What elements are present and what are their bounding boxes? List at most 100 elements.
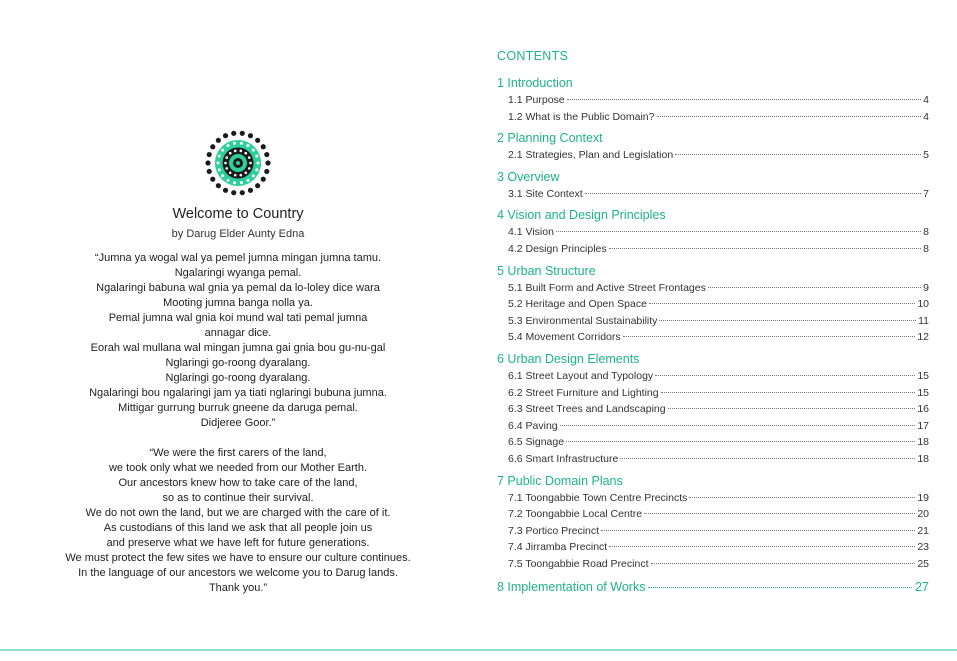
toc-final-label: 8 Implementation of Works [497, 580, 646, 595]
poem-line: We must protect the few sites we have to… [65, 552, 411, 564]
poem-line: Nglaringi go-roong dyaralang. [165, 357, 311, 369]
toc-entry-page: 10 [917, 298, 929, 311]
toc-entry-page: 9 [923, 281, 929, 294]
dot-leader [608, 247, 922, 249]
poem-line: Mooting jumna banga nolla ya. [163, 297, 313, 309]
toc-section-heading[interactable]: 6 Urban Design Elements [497, 351, 640, 366]
toc-entry-label: 7.4 Jirramba Precinct [508, 541, 608, 554]
dot-leader [566, 441, 916, 443]
toc-entry-page: 18 [917, 452, 929, 465]
dot-leader [655, 374, 916, 376]
toc-entry-page: 4 [923, 94, 929, 106]
toc-entry-label: 4.2 Design Principles [508, 242, 607, 255]
english-welcome-text: “We were the first carers of the land, w… [20, 446, 456, 596]
poem-line: Mittigar gurrung burruk gneene da daruga… [118, 402, 358, 414]
dot-leader [601, 529, 916, 531]
poem-line: Ngalaringi wyanga pemal. [174, 267, 302, 279]
toc-entry-label: 2.1 Strategies, Plan and Legislation [508, 149, 674, 162]
poem-line: In the language of our ancestors we welc… [78, 567, 398, 579]
dot-leader [656, 115, 922, 117]
toc-entry[interactable]: 7.1 Toongabbie Town Centre Precincts 19 [497, 490, 929, 507]
toc-entry-page: 17 [917, 419, 929, 432]
poem-line: Pemal jumna wal gnia koi mund wal tati p… [108, 312, 368, 324]
toc-entry[interactable]: 1.2 What is the Public Domain? 4 [497, 109, 929, 126]
toc-section-heading[interactable]: 5 Urban Structure [497, 263, 596, 278]
toc-section-heading[interactable]: 7 Public Domain Plans [497, 473, 623, 488]
dot-leader [689, 496, 916, 498]
poem-line: We do not own the land, but we are charg… [85, 507, 391, 519]
dot-leader [648, 303, 916, 305]
toc-entry[interactable]: 5.2 Heritage and Open Space 10 [497, 296, 929, 313]
toc-entry-label: 6.3 Street Trees and Landscaping [508, 403, 666, 416]
toc-entry[interactable]: 5.1 Built Form and Active Street Frontag… [497, 280, 929, 297]
toc-entry-page: 25 [917, 557, 929, 570]
dot-leader [584, 192, 922, 194]
toc-entry[interactable]: 7.4 Jirramba Precinct 23 [497, 539, 929, 556]
toc-section-heading[interactable]: 2 Planning Context [497, 131, 603, 146]
toc-entry-label: 7.2 Toongabbie Local Centre [508, 508, 643, 521]
toc-entry[interactable]: 5.4 Movement Corridors 12 [497, 329, 929, 346]
poem-line: Nglaringi go-roong dyaralang. [165, 372, 311, 384]
toc-entry-page: 11 [918, 314, 929, 327]
bottom-rule [0, 649, 957, 651]
toc-entry-label: 7.3 Portico Precinct [508, 524, 600, 537]
dot-leader [707, 286, 922, 288]
welcome-title: Welcome to Country [172, 206, 304, 222]
toc-entry-page: 23 [917, 541, 929, 554]
toc-entry-label: 6.2 Street Furniture and Lighting [508, 386, 659, 399]
poem-line: Ngalaringi babuna wal gnia ya pemal da l… [96, 282, 380, 294]
toc-entry[interactable]: 6.5 Signage 18 [497, 434, 929, 451]
toc-entry-page: 21 [917, 524, 929, 537]
toc-entry-page: 18 [917, 436, 929, 449]
dot-leader [559, 424, 916, 426]
toc-entry-label: 5.1 Built Form and Active Street Frontag… [508, 281, 706, 294]
dot-leader [644, 513, 916, 515]
toc-entry-page: 15 [917, 369, 929, 382]
toc-entry-label: 7.1 Toongabbie Town Centre Precincts [508, 491, 688, 504]
toc-entry[interactable]: 7.3 Portico Precinct 21 [497, 523, 929, 540]
dot-leader [609, 546, 916, 548]
dot-leader [620, 457, 916, 459]
toc-entry-label: 6.5 Signage [508, 436, 565, 449]
poem-line: Eorah wal mullana wal mingan jumna gai g… [90, 342, 386, 354]
welcome-byline: by Darug Elder Aunty Edna [171, 228, 305, 240]
toc-entry-label: 7.5 Toongabbie Road Precinct [508, 557, 649, 570]
toc-final-page: 27 [915, 580, 929, 595]
toc-section-heading[interactable]: 4 Vision and Design Principles [497, 208, 666, 223]
toc-entry[interactable]: 7.5 Toongabbie Road Precinct 25 [497, 556, 929, 573]
toc-entry-label: 5.4 Movement Corridors [508, 331, 621, 344]
poem-line: we took only what we needed from our Mot… [108, 462, 368, 474]
poem-line: “Jumna ya wogal wal ya pemel jumna minga… [94, 252, 382, 264]
toc-entry[interactable]: 4.2 Design Principles 8 [497, 241, 929, 258]
toc-entry[interactable]: 6.2 Street Furniture and Lighting 15 [497, 385, 929, 402]
toc-entry-page: 8 [923, 242, 929, 255]
poem-line: and preserve what we have left for futur… [106, 537, 370, 549]
toc-entry-page: 19 [917, 491, 929, 504]
toc-entry-label: 6.6 Smart Infrastructure [508, 452, 619, 465]
poem-line: Didjeree Goor.” [200, 417, 276, 429]
toc-final-entry[interactable]: 8 Implementation of Works 27 [497, 578, 929, 596]
dot-leader [650, 562, 916, 564]
darug-welcome-text: “Jumna ya wogal wal ya pemel jumna minga… [20, 251, 456, 431]
toc-entry-page: 12 [917, 331, 929, 344]
toc-section-heading[interactable]: 1 Introduction [497, 76, 573, 90]
toc-entry-page: 15 [917, 386, 929, 399]
contents-heading: CONTENTS [497, 49, 569, 63]
toc-entry-page: 4 [923, 110, 929, 123]
toc-entry-label: 1.2 What is the Public Domain? [508, 110, 655, 123]
poem-line: Our ancestors knew how to take care of t… [118, 477, 358, 489]
toc-section-heading[interactable]: 3 Overview [497, 169, 560, 184]
dot-leader [667, 408, 916, 410]
toc-entry[interactable]: 6.6 Smart Infrastructure 18 [497, 451, 929, 468]
toc-entry-label: 5.2 Heritage and Open Space [508, 298, 647, 311]
